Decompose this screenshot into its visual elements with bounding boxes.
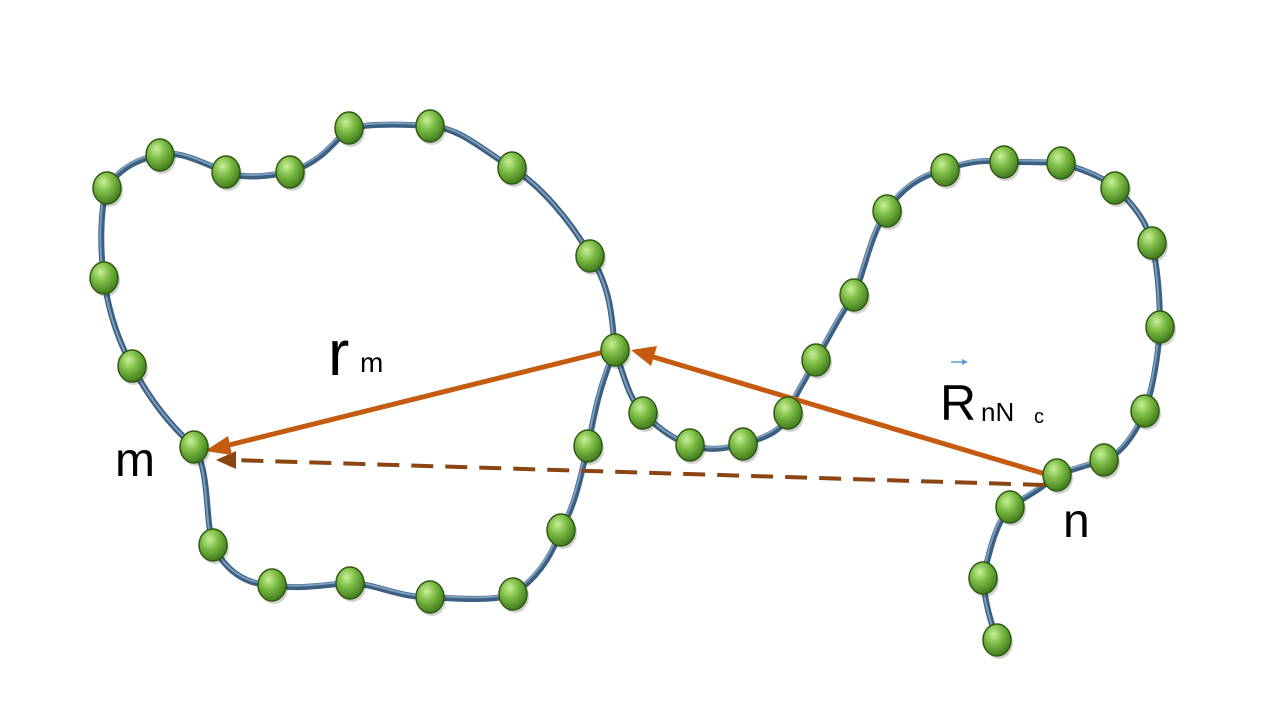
- bead: [275, 155, 305, 189]
- bead: [575, 239, 605, 273]
- bead: [198, 528, 228, 562]
- vector-arrow-icon: [951, 359, 968, 365]
- bead: [995, 490, 1025, 524]
- bead: [89, 261, 119, 295]
- label-n: n: [1063, 495, 1090, 548]
- bead: [1145, 310, 1175, 344]
- bead: [930, 153, 960, 187]
- bead: [1089, 443, 1119, 477]
- bead: [117, 349, 147, 383]
- bead: [179, 430, 209, 464]
- label-r-main: r: [328, 317, 349, 389]
- bead: [989, 145, 1019, 179]
- bead: [1042, 458, 1072, 492]
- bead: [335, 566, 365, 600]
- bead: [415, 109, 445, 143]
- bead: [415, 580, 445, 614]
- bead: [675, 428, 705, 462]
- label-R-sub: nN: [981, 397, 1014, 427]
- label-m: m: [115, 434, 155, 487]
- bead: [839, 278, 869, 312]
- arrow-r-m-head: [205, 436, 232, 455]
- arrow-R-nNc: [649, 353, 1053, 479]
- dashed-arrow-n-to-m: [231, 458, 1046, 487]
- arrow-R-nNc-head: [631, 346, 657, 366]
- bead: [773, 396, 803, 430]
- bead: [1137, 226, 1167, 260]
- label-R-subsub: c: [1034, 406, 1044, 428]
- bead: [145, 138, 175, 172]
- bead: [968, 561, 998, 595]
- label-R-main: R: [940, 375, 976, 431]
- bead: [872, 194, 902, 228]
- bead: [497, 151, 527, 185]
- arrow-r-m: [224, 347, 613, 449]
- bead: [498, 577, 528, 611]
- bead: [334, 111, 364, 145]
- bead-group: [89, 109, 1176, 659]
- polymer-chain-left: [98, 121, 1163, 643]
- bead: [1046, 146, 1076, 180]
- label-r-sub: m: [360, 347, 383, 378]
- bead: [801, 343, 831, 377]
- bead: [1130, 394, 1160, 428]
- bead: [982, 623, 1012, 657]
- bead: [1100, 171, 1130, 205]
- dashed-arrow-head: [216, 451, 236, 469]
- polymer-chain-highlight: [99, 122, 1160, 640]
- bead: [92, 171, 122, 205]
- bead: [546, 513, 576, 547]
- bead: [211, 155, 241, 189]
- bead: [728, 427, 758, 461]
- bead: [600, 333, 630, 367]
- bead: [573, 429, 603, 463]
- bead: [257, 568, 287, 602]
- bead: [628, 396, 658, 430]
